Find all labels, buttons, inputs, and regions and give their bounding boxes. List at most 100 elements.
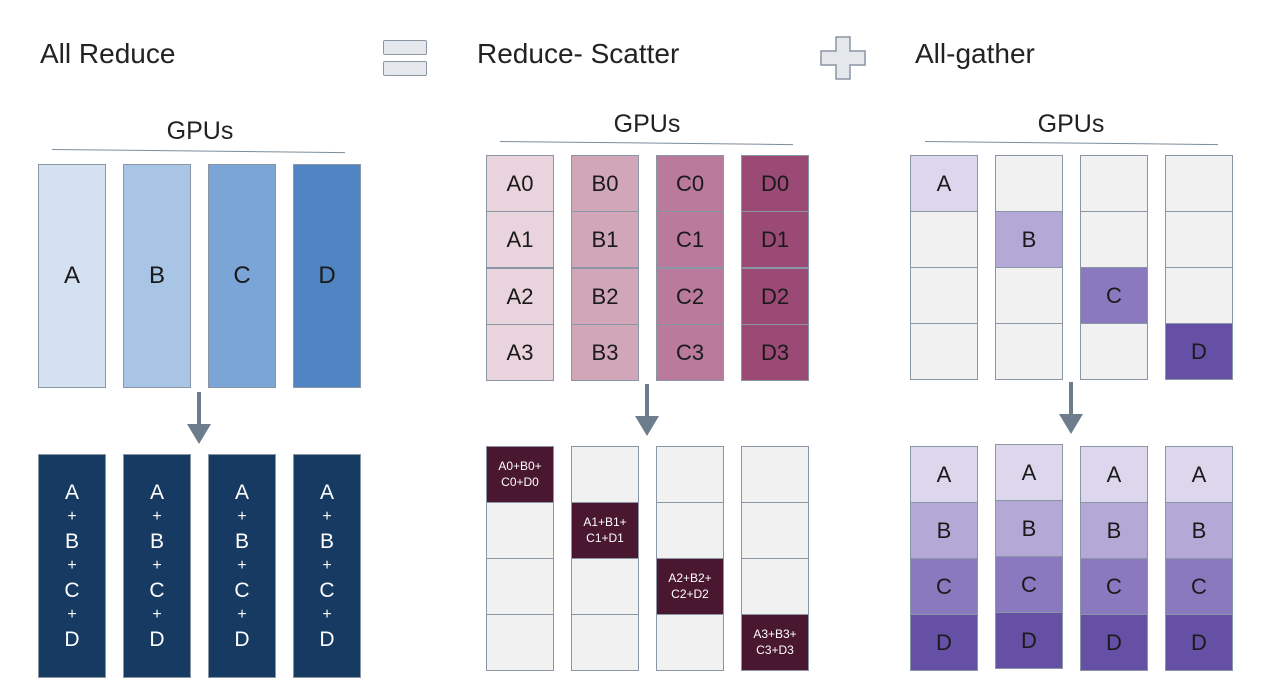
all-reduce-gpu-4-input: D bbox=[293, 164, 361, 388]
equals-icon bbox=[383, 40, 427, 76]
reduce-scatter-empty-cell bbox=[656, 502, 724, 559]
reduce-scatter-chunk-B0: B0 bbox=[571, 155, 639, 212]
all-gather-empty-cell bbox=[1165, 211, 1233, 268]
all-gather-input-chunk-B: B bbox=[995, 211, 1063, 268]
all-gather-empty-cell bbox=[1165, 155, 1233, 212]
all-gather-output-chunk-C: C bbox=[1080, 558, 1148, 615]
all-reduce-gpu-2-input: B bbox=[123, 164, 191, 388]
plus-sign: + bbox=[237, 557, 247, 574]
all-gather-input-chunk-D: D bbox=[1165, 323, 1233, 380]
reduce-scatter-empty-cell bbox=[741, 446, 809, 503]
all-gather-output-chunk-B: B bbox=[1080, 502, 1148, 559]
plus-sign: + bbox=[152, 508, 162, 525]
summand-label: B bbox=[64, 530, 79, 553]
summand-label: C bbox=[319, 579, 335, 602]
all-gather-output-chunk-A: A bbox=[910, 446, 978, 503]
reduce-scatter-chunk-B1: B1 bbox=[571, 211, 639, 268]
reduced-sum-line: C3+D3 bbox=[756, 642, 794, 657]
summand-label: C bbox=[234, 579, 250, 602]
reduced-sum-line: A2+B2+ bbox=[668, 570, 712, 585]
plus-icon bbox=[820, 36, 866, 80]
reduce-scatter-chunk-A2: A2 bbox=[486, 268, 554, 325]
all-reduce-gpu-1-input: A bbox=[38, 164, 106, 388]
reduce-scatter-chunk-B2: B2 bbox=[571, 268, 639, 325]
all-gather-title: All-gather bbox=[915, 38, 1035, 69]
all-reduce-gpu-3-output: A+B+C+D bbox=[208, 454, 276, 678]
summand-label: A bbox=[234, 481, 249, 504]
reduce-scatter-chunk-C1: C1 bbox=[656, 211, 724, 268]
plus-sign: + bbox=[67, 606, 77, 623]
reduce-scatter-empty-cell bbox=[486, 614, 554, 671]
all-gather-empty-cell bbox=[1165, 267, 1233, 324]
all-gather-output-chunk-C: C bbox=[1165, 558, 1233, 615]
summand-label: D bbox=[64, 628, 80, 651]
reduce-scatter-chunk-A3: A3 bbox=[486, 324, 554, 381]
all-gather-empty-cell bbox=[910, 323, 978, 380]
all-reduce-title: All Reduce bbox=[40, 38, 176, 69]
plus-sign: + bbox=[152, 606, 162, 623]
reduce-scatter-chunk-A1: A1 bbox=[486, 211, 554, 268]
all-gather-input-chunk-A: A bbox=[910, 155, 978, 212]
all-reduce-gpu-4-output: A+B+C+D bbox=[293, 454, 361, 678]
all-gather-output-chunk-A: A bbox=[1080, 446, 1148, 503]
summand-label: C bbox=[149, 579, 165, 602]
reduce-scatter-chunk-B3: B3 bbox=[571, 324, 639, 381]
all-gather-output-chunk-C: C bbox=[910, 558, 978, 615]
all-gather-input-chunk-C: C bbox=[1080, 267, 1148, 324]
all-reduce-gpus-line bbox=[51, 149, 345, 154]
reduce-scatter-down-arrow-icon bbox=[635, 384, 659, 438]
reduce-scatter-empty-cell bbox=[741, 502, 809, 559]
reduce-scatter-chunk-C0: C0 bbox=[656, 155, 724, 212]
plus-sign: + bbox=[322, 606, 332, 623]
all-gather-empty-cell bbox=[910, 267, 978, 324]
summand-label: B bbox=[149, 530, 164, 553]
all-gather-empty-cell bbox=[1080, 211, 1148, 268]
plus-sign: + bbox=[322, 508, 332, 525]
all-gather-output-chunk-B: B bbox=[1165, 502, 1233, 559]
summand-label: D bbox=[234, 628, 250, 651]
reduce-scatter-empty-cell bbox=[741, 558, 809, 615]
all-gather-output-chunk-A: A bbox=[995, 444, 1063, 501]
all-reduce-gpu-3-input: C bbox=[208, 164, 276, 388]
all-gather-output-chunk-D: D bbox=[1080, 614, 1148, 671]
reduce-scatter-chunk-A0: A0 bbox=[486, 155, 554, 212]
all-gather-empty-cell bbox=[995, 267, 1063, 324]
summand-label: A bbox=[319, 481, 334, 504]
all-gather-empty-cell bbox=[995, 323, 1063, 380]
plus-sign: + bbox=[67, 508, 77, 525]
reduce-scatter-title: Reduce- Scatter bbox=[477, 38, 680, 69]
reduce-scatter-reduced-chunk-2: A2+B2+C2+D2 bbox=[656, 558, 724, 615]
summand-label: A bbox=[149, 481, 164, 504]
all-gather-output-chunk-D: D bbox=[1165, 614, 1233, 671]
summand-label: B bbox=[234, 530, 249, 553]
summand-label: C bbox=[64, 579, 80, 602]
plus-sign: + bbox=[67, 557, 77, 574]
all-gather-down-arrow-icon bbox=[1059, 382, 1083, 436]
all-gather-output-chunk-B: B bbox=[910, 502, 978, 559]
all-gather-output-chunk-B: B bbox=[995, 500, 1063, 557]
all-reduce-down-arrow-icon bbox=[187, 392, 211, 446]
reduce-scatter-empty-cell bbox=[571, 558, 639, 615]
all-gather-empty-cell bbox=[1080, 155, 1148, 212]
all-gather-gpus-line bbox=[924, 141, 1218, 146]
reduce-scatter-reduced-chunk-0: A0+B0+C0+D0 bbox=[486, 446, 554, 503]
reduced-sum-line: A3+B3+ bbox=[753, 626, 797, 641]
reduce-scatter-chunk-D0: D0 bbox=[741, 155, 809, 212]
reduced-sum-line: A0+B0+ bbox=[498, 458, 542, 473]
all-gather-output-chunk-A: A bbox=[1165, 446, 1233, 503]
all-gather-empty-cell bbox=[910, 211, 978, 268]
reduced-sum-line: C0+D0 bbox=[501, 474, 539, 489]
all-reduce-gpu-2-output: A+B+C+D bbox=[123, 454, 191, 678]
plus-sign: + bbox=[237, 606, 247, 623]
reduce-scatter-gpus-line bbox=[499, 141, 793, 146]
reduced-sum-line: A1+B1+ bbox=[583, 514, 627, 529]
reduce-scatter-chunk-D2: D2 bbox=[741, 268, 809, 325]
summand-label: D bbox=[149, 628, 165, 651]
plus-sign: + bbox=[322, 557, 332, 574]
all-gather-gpus-label: GPUs bbox=[1037, 110, 1105, 138]
reduce-scatter-empty-cell bbox=[486, 558, 554, 615]
reduce-scatter-empty-cell bbox=[571, 614, 639, 671]
all-gather-empty-cell bbox=[1080, 323, 1148, 380]
reduced-sum-line: C1+D1 bbox=[586, 530, 624, 545]
reduce-scatter-gpus-label: GPUs bbox=[613, 110, 681, 138]
